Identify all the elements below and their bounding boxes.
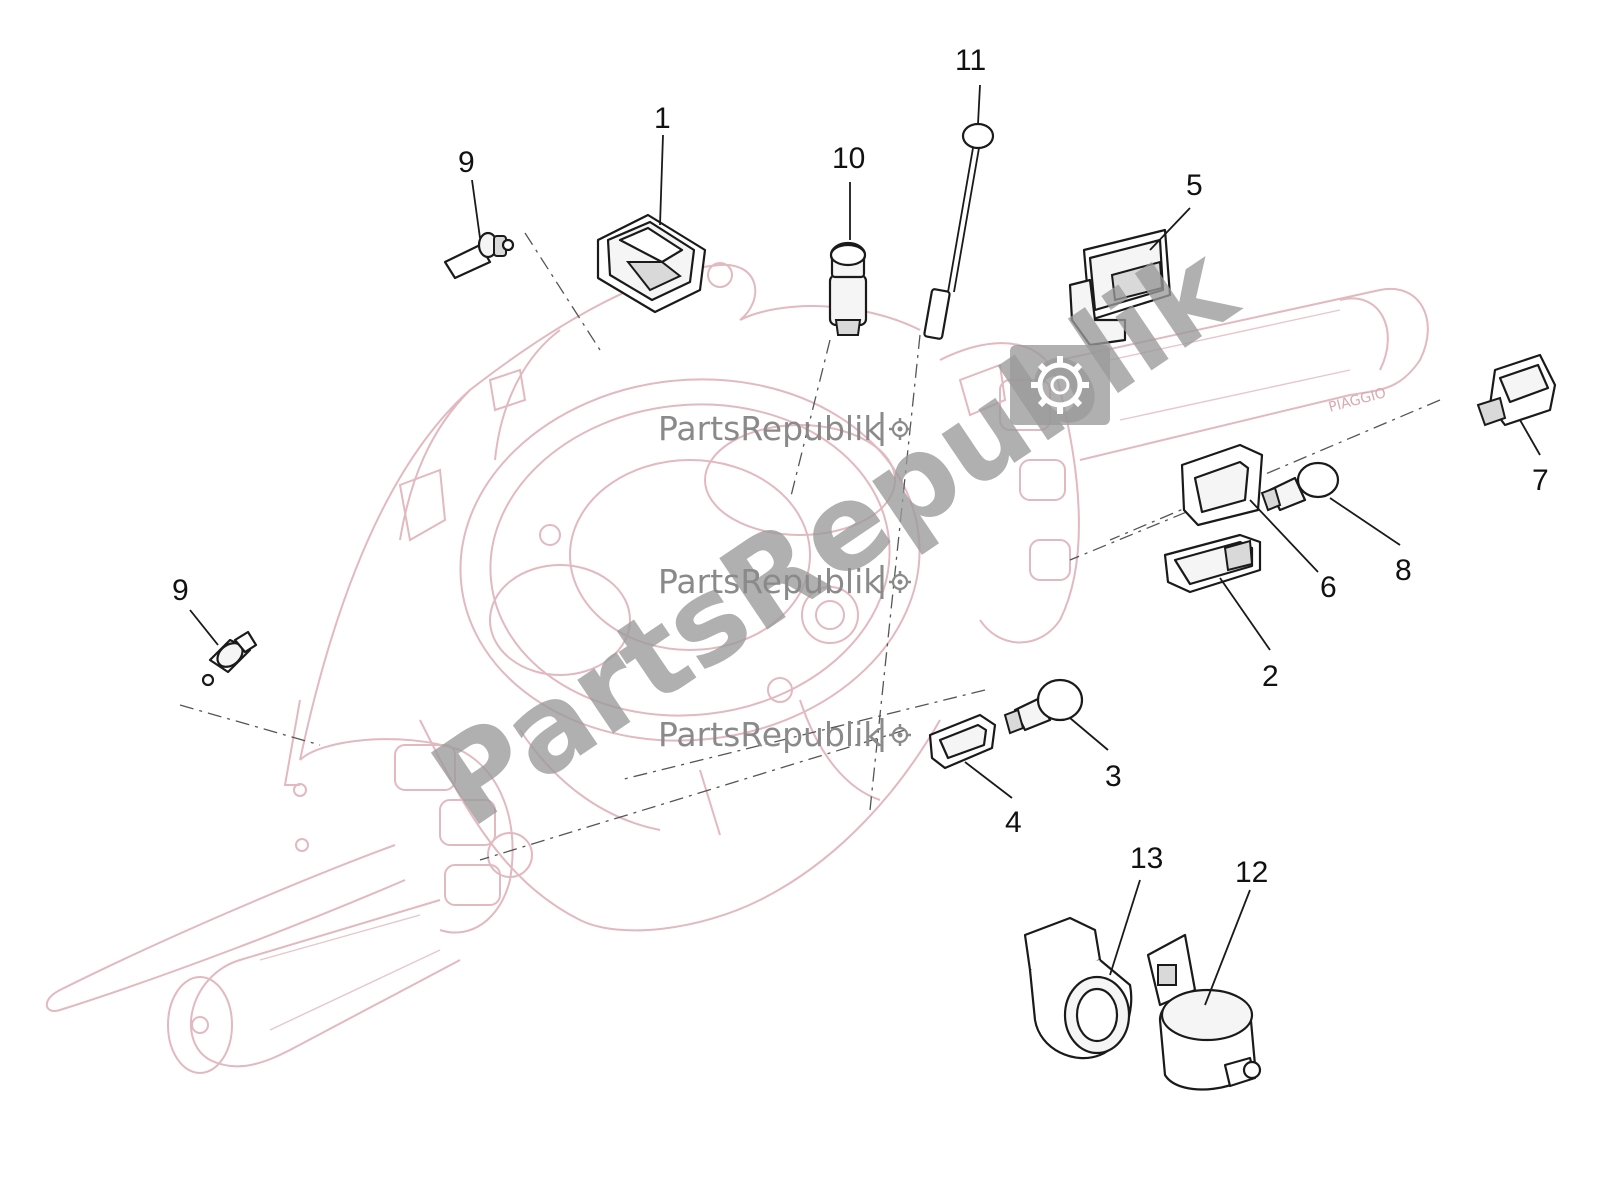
callout-12: 12 [1235,856,1268,889]
part-10-push-button[interactable] [828,241,868,336]
gear-icon [889,724,911,746]
part-9-bulb-socket-left[interactable] [201,630,258,687]
handlebar-ghost-outline [45,262,1429,1074]
part-6-switch-frame[interactable] [1180,443,1264,527]
callout-5: 5 [1186,169,1203,202]
watermark-row-1: PartsRepublik [658,409,911,448]
part-1-switch[interactable] [596,213,707,314]
part-5-switch-block[interactable] [1068,228,1172,347]
part-2-rocker-switch[interactable] [1163,533,1262,594]
watermark-row-3: PartsRepublik [658,715,911,754]
part-11-sensor-wire[interactable] [923,122,995,340]
callout-10: 10 [832,142,865,175]
grip-brand-label: PIAGGIO [1327,385,1388,416]
callout-3: 3 [1105,760,1122,793]
callout-6: 6 [1320,571,1337,604]
callout-2: 2 [1262,660,1279,693]
part-4-small-switch[interactable] [928,713,997,770]
callout-8: 8 [1395,554,1412,587]
watermark-row-2: PartsRepublik [658,562,911,601]
callout-9-left: 9 [172,574,189,607]
callout-7: 7 [1532,464,1549,497]
gear-icon [889,571,911,593]
part-8-push-button[interactable] [1260,461,1340,512]
part-9-bulb-socket-top[interactable] [443,231,515,280]
callout-numbers: 1 2 3 4 5 6 7 8 9 9 10 11 12 13 [172,44,1549,889]
gear-icon [1010,345,1110,425]
watermark-text-2: PartsRepublik [658,562,883,601]
part-12-ignition-switch[interactable] [1146,933,1262,1091]
watermark-text-1: PartsRepublik [658,409,883,448]
watermark-text-3: PartsRepublik [658,715,883,754]
part-13-ring-cover[interactable] [1023,916,1133,1060]
callout-11: 11 [955,44,986,77]
callout-1: 1 [654,102,671,135]
gear-icon [889,418,911,440]
part-3-push-button[interactable] [1003,678,1084,735]
part-7-switch[interactable] [1476,353,1557,427]
callout-4: 4 [1005,806,1022,839]
callout-9-top: 9 [458,146,475,179]
callout-leader-lines [189,84,1541,1006]
callout-13: 13 [1130,842,1163,875]
